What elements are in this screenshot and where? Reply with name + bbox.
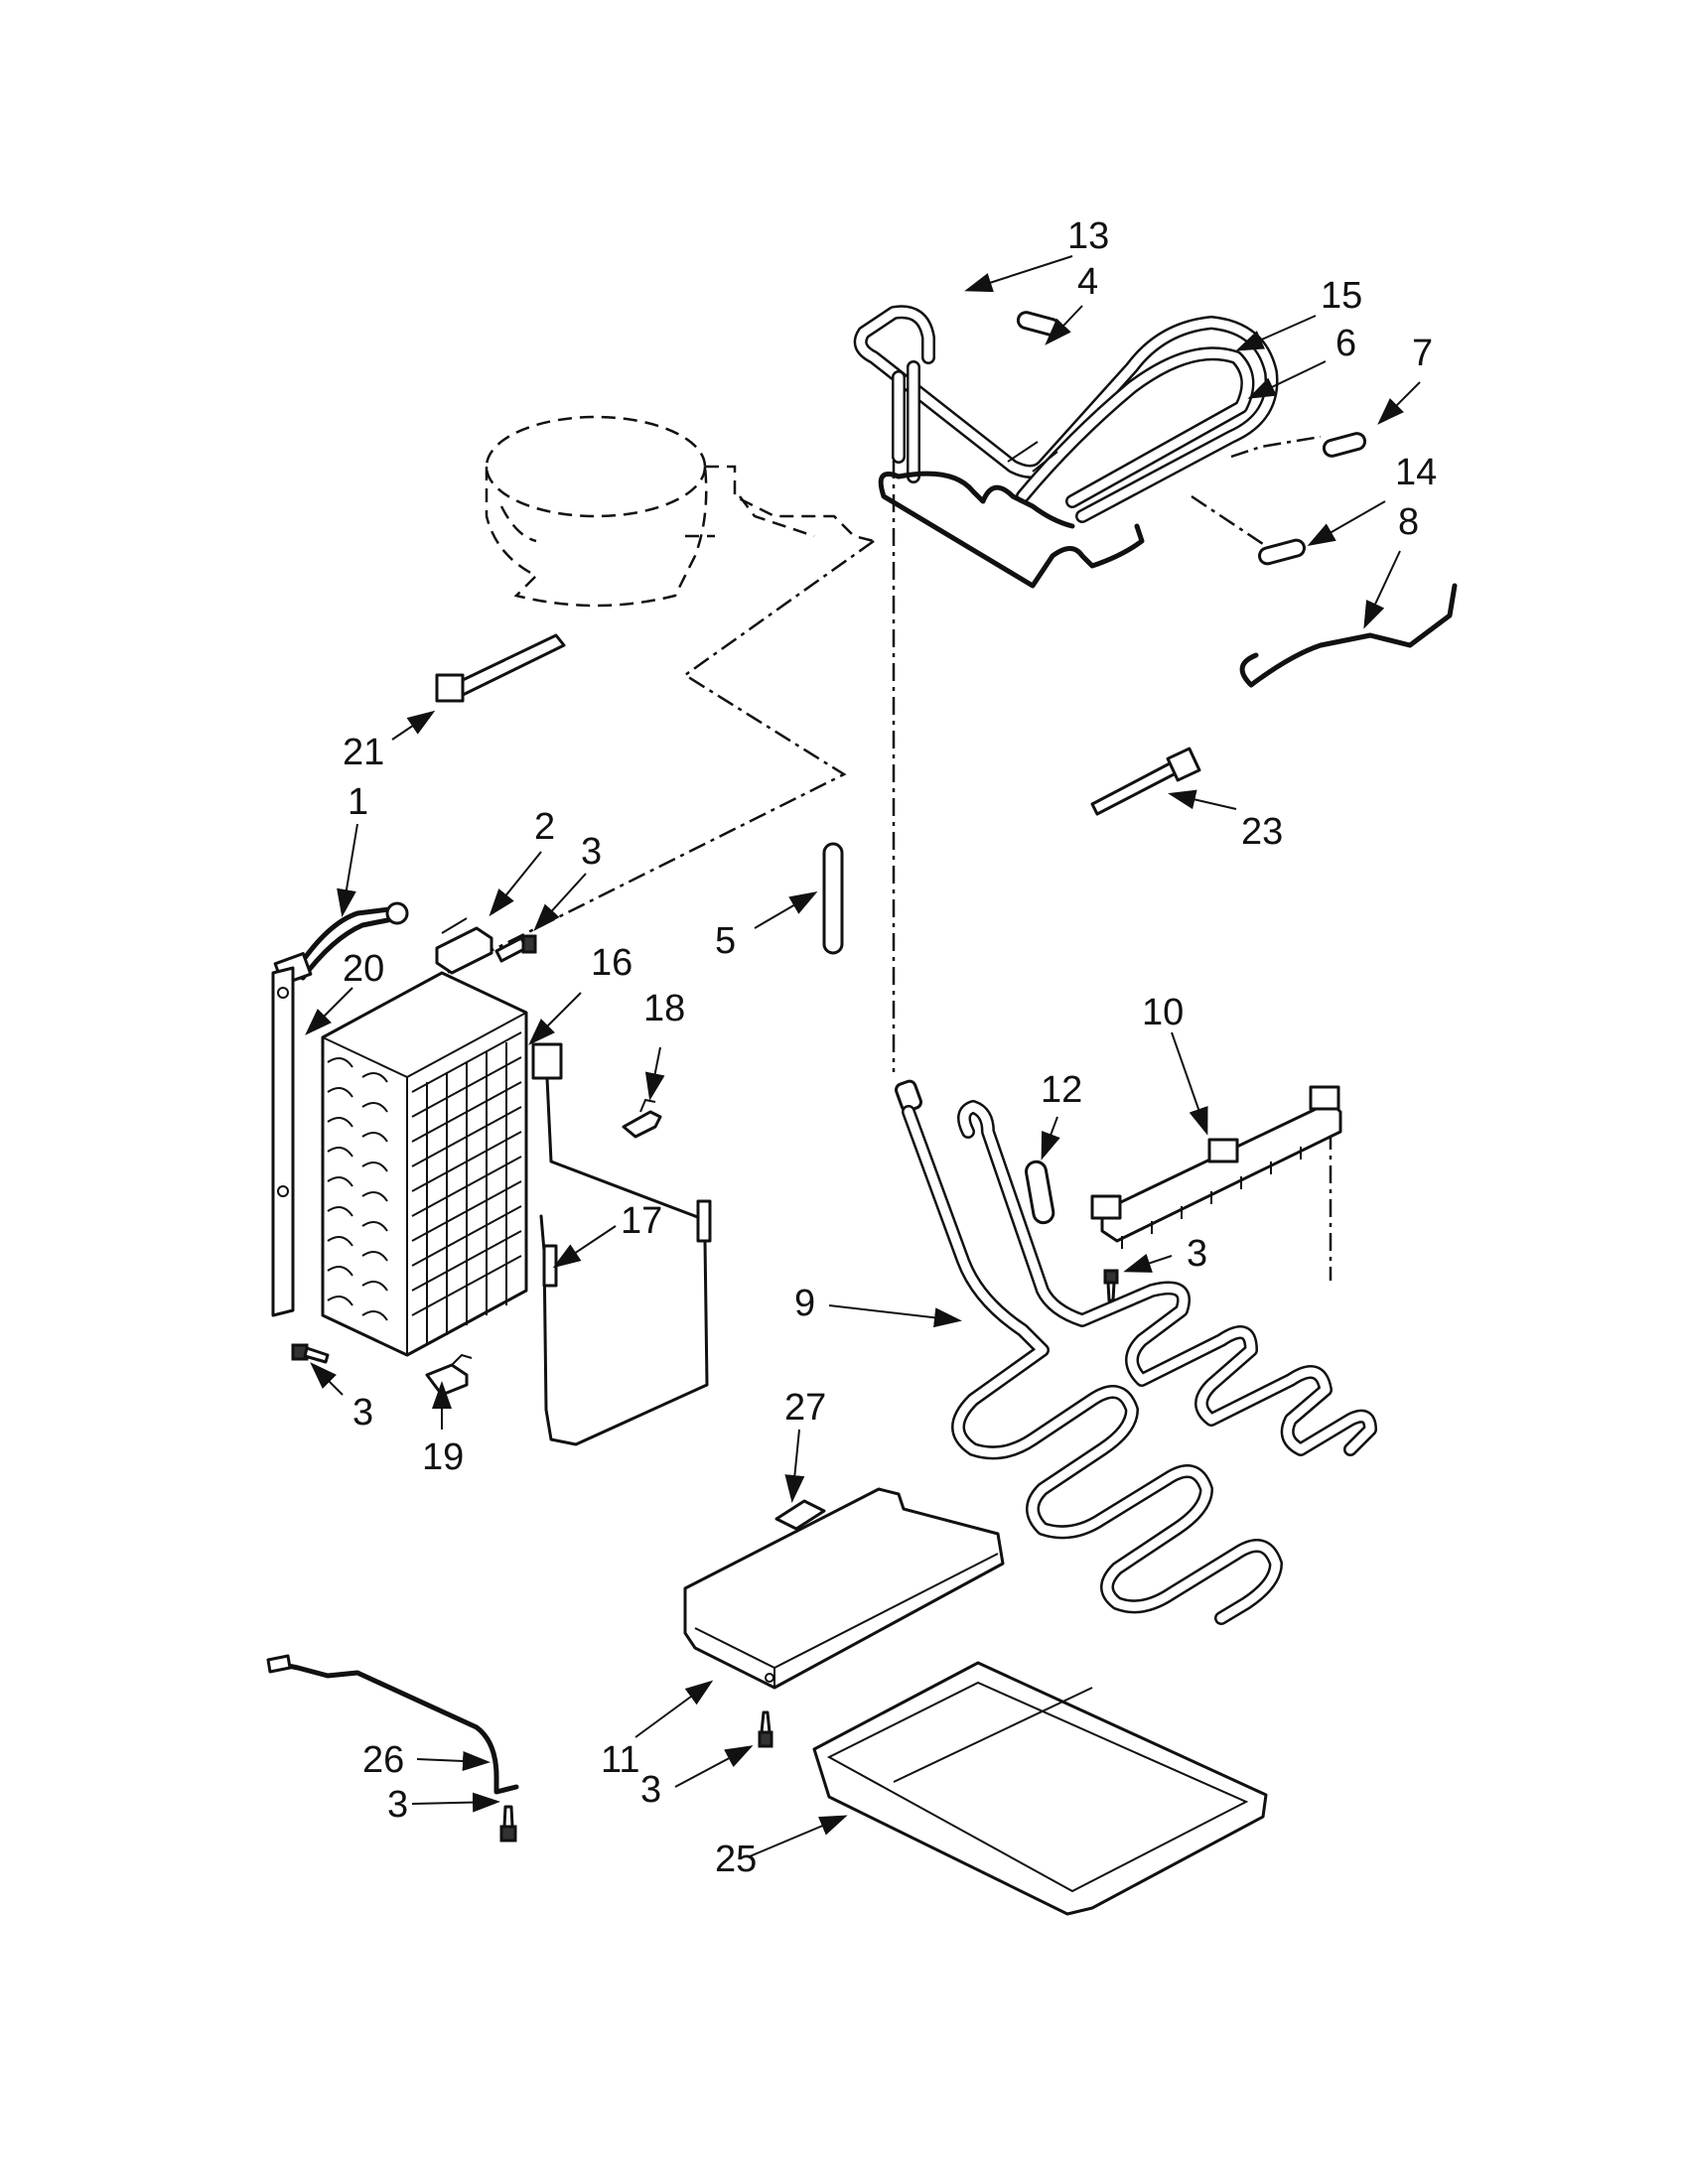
part-17-sensor-loop [531,1042,712,1446]
callout-15: 15 [1321,275,1362,317]
part-14-tube [1258,538,1306,566]
tubing-assembly [853,305,1279,589]
callout-17: 17 [621,1200,662,1242]
callout-3-top: 3 [581,831,602,873]
callout-3-mid: 3 [1187,1233,1207,1275]
callout-25: 25 [715,1839,757,1880]
callout-26: 26 [362,1739,404,1781]
part-25-drain-pan [812,1661,1268,1916]
part-3-screw-bottom [499,1805,517,1843]
coil-fins [411,1031,522,1345]
part-1-harness [273,901,409,986]
part-10-bracket [1090,1085,1342,1249]
callout-11: 11 [601,1739,639,1781]
callout-16: 16 [591,942,632,984]
callout-3-bottom: 3 [387,1784,408,1826]
part-3-screw-top [494,934,537,963]
part-3-screw-mid [1103,1269,1119,1302]
callout-18: 18 [643,988,685,1029]
part-16-coil [321,971,528,1357]
part-5-tube [822,842,844,955]
callout-23: 23 [1241,811,1283,853]
part-11-tray [683,1487,1005,1690]
callout-13: 13 [1067,215,1109,257]
part-20-bracket [271,966,295,1317]
callout-1: 1 [348,781,368,823]
callout-19: 19 [422,1436,464,1478]
part-8-wire [1239,583,1458,688]
callout-2: 2 [534,806,555,848]
leader-lines [305,255,1421,1857]
callout-14: 14 [1395,452,1437,493]
callout-20: 20 [343,948,384,990]
part-19-clip [425,1353,473,1397]
callout-27: 27 [784,1387,826,1429]
callout-3-left: 3 [352,1392,373,1433]
callout-7: 7 [1412,333,1433,374]
callout-8: 8 [1398,501,1419,543]
callout-12: 12 [1041,1069,1082,1111]
part-3-screw-lower [758,1710,773,1748]
coil-return-bends [327,1057,388,1321]
part-3-screw-left [291,1343,330,1364]
part-27-foam [774,1499,826,1531]
part-12-tube [1025,1160,1055,1225]
part-7-tube [1322,432,1367,458]
part-21-cable-tie [435,633,566,703]
callout-5: 5 [715,920,736,962]
compressor-outline [485,415,875,608]
part-9-heater-coil [895,1079,1377,1625]
callout-4: 4 [1077,261,1098,303]
part-4-tube [1016,311,1061,337]
part-18-clip [622,1098,662,1139]
callout-6: 6 [1335,323,1356,364]
part-26-bracket-wire [266,1654,519,1795]
callout-21: 21 [343,732,384,773]
callout-labels: 13 4 15 6 7 14 8 21 23 1 2 3 5 20 16 18 … [343,215,1437,1880]
callout-9: 9 [794,1283,815,1324]
callout-10: 10 [1142,992,1184,1033]
routing-lines [446,427,1333,1281]
part-2-bracket [435,917,493,975]
callout-3-lower: 3 [640,1769,661,1811]
part-23-cable-tie [1090,747,1201,816]
